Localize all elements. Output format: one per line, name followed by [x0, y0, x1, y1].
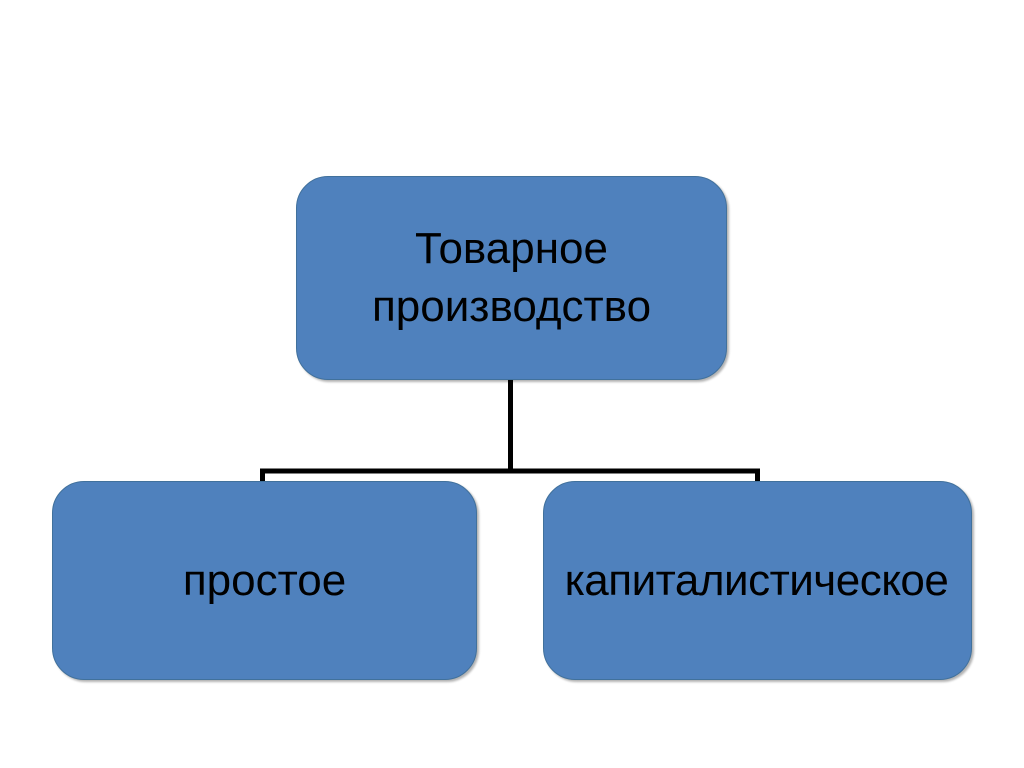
node-root-label: Товарное производство	[371, 224, 652, 331]
node-child-kapitalisticheskoe-label: капиталистическое	[564, 555, 949, 605]
node-child-prostoe-label: простое	[182, 555, 347, 605]
node-root-tovarnoe-proizvodstvo[interactable]: Товарное производство	[296, 176, 727, 380]
node-child-kapitalisticheskoe[interactable]: капиталистическое	[543, 481, 972, 680]
node-child-prostoe[interactable]: простое	[52, 481, 477, 680]
